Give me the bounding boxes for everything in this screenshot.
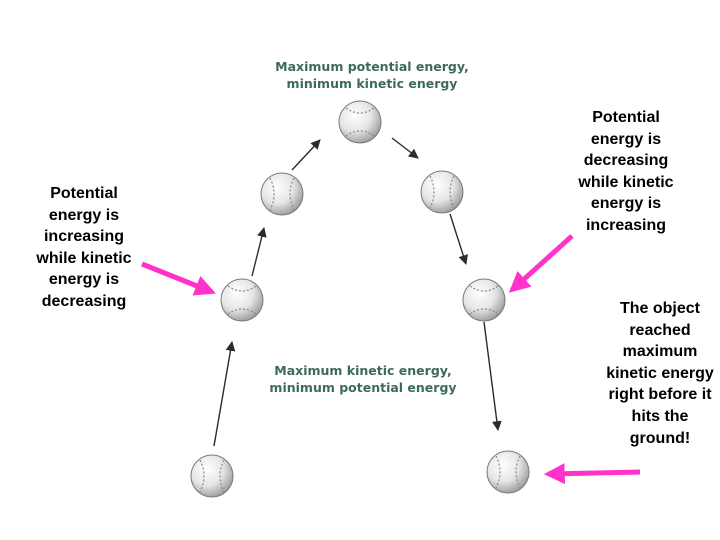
baseball-icon <box>190 454 234 498</box>
baseball-icon <box>220 278 264 322</box>
motion-arrow <box>291 139 321 171</box>
motion-arrow <box>483 321 502 431</box>
top-energy-label: Maximum potential energy, minimum kineti… <box>262 58 482 92</box>
pointer-arrow-left <box>141 261 216 296</box>
middle-energy-label-line1: Maximum kinetic energy, <box>274 363 452 378</box>
baseball-icon <box>420 170 464 214</box>
baseball-icon <box>486 450 530 494</box>
motion-arrows <box>213 137 502 447</box>
pointer-arrow-right-bottom <box>543 463 641 485</box>
right-top-caption: Potential energy is decreasing while kin… <box>578 109 674 234</box>
motion-arrow <box>251 227 267 277</box>
pointer-arrow-right-top <box>508 234 574 293</box>
top-energy-label-line2: minimum kinetic energy <box>286 76 458 91</box>
top-energy-label-line1: Maximum potential energy, <box>275 59 469 74</box>
motion-arrow <box>449 213 468 265</box>
middle-energy-label-line2: minimum potential energy <box>269 380 457 395</box>
left-caption: Potential energy is increasing while kin… <box>36 185 132 310</box>
motion-arrow <box>213 341 236 447</box>
motion-arrow <box>391 137 419 159</box>
baseball-icon <box>462 278 506 322</box>
baseball-icon <box>260 172 304 216</box>
middle-energy-label: Maximum kinetic energy, minimum potentia… <box>258 362 468 396</box>
baseball-icon <box>338 100 382 144</box>
right-bottom-caption: The object reached maximum kinetic energ… <box>606 300 714 447</box>
